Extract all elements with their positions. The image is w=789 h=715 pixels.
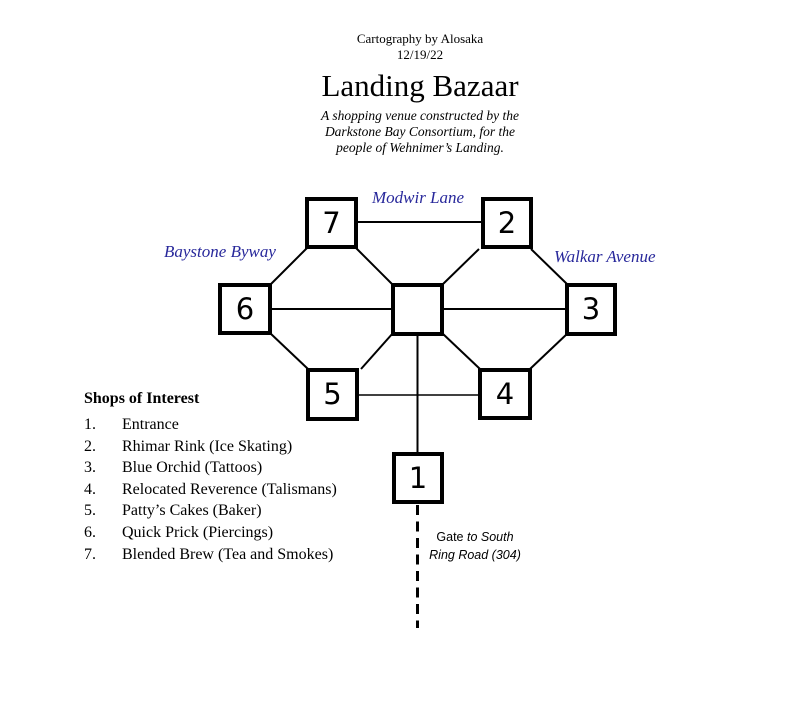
- path-7-hub: [355, 247, 394, 286]
- page-title: Landing Bazaar: [321, 68, 519, 103]
- shop-box-5: 5: [306, 368, 359, 421]
- shop-box-1: 1: [392, 452, 444, 504]
- path-5-hub: [360, 332, 394, 370]
- credit-line: Cartography by Alosaka: [356, 31, 484, 46]
- gate-label-line1: Gate to South: [436, 530, 514, 544]
- cartography-credit: Cartography by Alosaka 12/19/22: [50, 31, 789, 62]
- legend-item-7: 7.Blended Brew (Tea and Smokes): [84, 545, 334, 563]
- street-label-modwir-lane: Modwir Lane: [372, 188, 465, 207]
- street-label-baystone-byway: Baystone Byway: [164, 242, 276, 261]
- shop-box-6: 6: [218, 283, 272, 335]
- subtitle-line: people of Wehnimer’s Landing.: [336, 140, 504, 155]
- street-label-walkar-avenue: Walkar Avenue: [554, 247, 656, 266]
- subtitle-line: A shopping venue constructed by the: [320, 108, 520, 123]
- shops-legend: Shops of Interest 1.Entrance 2.Rhimar Ri…: [84, 389, 404, 565]
- legend-item-5: 5.Patty’s Cakes (Baker): [84, 502, 262, 520]
- path-3-4: [529, 332, 569, 370]
- path-6-7: [269, 247, 308, 286]
- gate-label: Gate to South Ring Road (304): [421, 529, 529, 564]
- path-2-3: [530, 248, 569, 286]
- gate-label-line2: Ring Road (304): [429, 547, 521, 562]
- legend-item-4: 4.Relocated Reverence (Talismans): [84, 480, 337, 498]
- legend-item-2: 2.Rhimar Rink (Ice Skating): [84, 437, 293, 455]
- path-hub-2: [441, 248, 480, 286]
- shop-box-hub: [391, 283, 444, 336]
- legend-item-6: 6.Quick Prick (Piercings): [84, 523, 274, 541]
- shop-box-7: 7: [305, 197, 358, 249]
- legend-title: Shops of Interest: [84, 390, 200, 407]
- shop-box-2: 2: [481, 197, 533, 249]
- shop-box-4: 4: [478, 368, 532, 420]
- map-subtitle: A shopping venue constructed by the Dark…: [50, 108, 789, 156]
- legend-item-3: 3.Blue Orchid (Tattoos): [84, 459, 263, 477]
- path-hub-4: [441, 332, 481, 370]
- legend-item-1: 1.Entrance: [84, 416, 179, 433]
- credit-date: 12/19/22: [396, 46, 444, 62]
- path-6-5: [269, 332, 309, 370]
- subtitle-line: Darkstone Bay Consortium, for the: [324, 124, 516, 139]
- shop-box-3: 3: [565, 283, 617, 336]
